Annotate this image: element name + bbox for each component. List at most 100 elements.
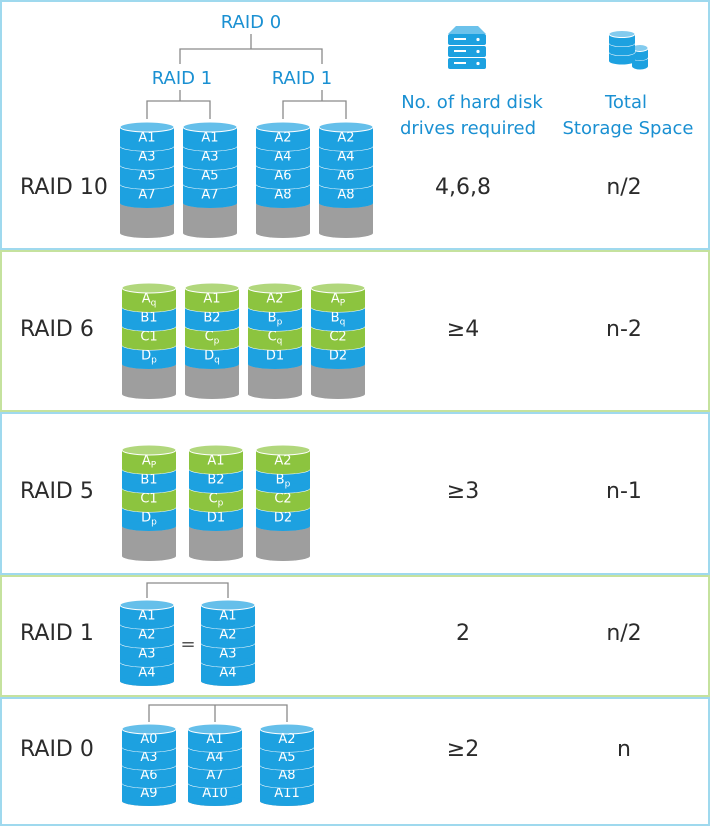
disk-stack: A7 A5 A3 A1 [182, 121, 238, 238]
drives-required-value: ≥3 [447, 479, 479, 504]
disk-segment-label: A8 [337, 188, 354, 203]
storage-space-value: n/2 [606, 621, 641, 646]
drives-required-value: ≥4 [447, 317, 479, 342]
disk-stack: A11 A8 A5 A2 [259, 723, 315, 806]
disk-segment-label: A1 [201, 131, 218, 146]
disk-segment-label: B1 [140, 311, 157, 326]
disk-segment-label: A10 [202, 786, 227, 801]
disk-stack: A8 A6 A4 A2 [255, 121, 311, 238]
disk-segment-label: Bp [268, 311, 283, 328]
disk-segment-label: A1 [138, 131, 155, 146]
header-label: No. of hard disk [401, 92, 543, 113]
disk-segment-label: A2 [274, 131, 291, 146]
row-frame [0, 575, 710, 697]
disk-segment-label: A7 [201, 188, 218, 203]
disk-segment-label: A0 [140, 732, 157, 747]
disk-segment-label: A2 [274, 454, 291, 469]
disk-segment-label: A2 [337, 131, 354, 146]
disk-segment-label: A4 [274, 150, 291, 165]
disk-stack: A8 A6 A4 A2 [318, 121, 374, 238]
disk-segment-label: Dp [141, 511, 157, 528]
tree-child-label: RAID 1 [152, 68, 212, 89]
disk-segment-label: C1 [140, 330, 157, 345]
drives-required-value: ≥2 [447, 737, 479, 762]
disk-segment-label: A8 [274, 188, 291, 203]
disk-segment-label: A8 [278, 768, 295, 783]
raid-level-name: RAID 1 [20, 621, 94, 646]
disk-segment-label: Dp [141, 349, 157, 366]
drives-required-value: 2 [456, 621, 470, 646]
disk-stack: A9 A6 A3 A0 [121, 723, 177, 806]
server-rack-icon [448, 26, 486, 69]
disk-segment-label: Bq [331, 311, 346, 328]
disk-segment-label: A2 [138, 628, 155, 643]
disk-segment-label: Dq [204, 349, 220, 366]
connector-line [179, 48, 323, 64]
disk-segment-label: A6 [274, 169, 291, 184]
disk-segment-label: B2 [207, 473, 224, 488]
disk-segment-label: Aq [142, 292, 157, 309]
storage-space-value: n-1 [606, 479, 642, 504]
disk-stack: Dp C1 B1 AP [121, 444, 177, 561]
header-label: Storage Space [562, 118, 693, 139]
disk-segment-label: C2 [329, 330, 346, 345]
disk-segment-label: A4 [337, 150, 354, 165]
disk-segment-label: A5 [201, 169, 218, 184]
disk-segment-label: A2 [278, 732, 295, 747]
raid-level-name: RAID 5 [20, 479, 94, 504]
connector-line [148, 704, 288, 722]
header-label: drives required [400, 118, 536, 139]
disk-segment-label: B2 [203, 311, 220, 326]
disk-segment-label: D1 [266, 349, 284, 364]
connector-line [146, 582, 229, 598]
header-label: Total [604, 92, 647, 113]
disk-segment-label: A1 [207, 454, 224, 469]
disk-segment-label: B1 [140, 473, 157, 488]
disk-segment-label: A4 [138, 666, 155, 681]
disk-segment-label: A9 [140, 786, 157, 801]
raid-level-name: RAID 10 [20, 175, 108, 200]
disk-segment-label: AP [142, 454, 157, 471]
disk-segment-label: D1 [207, 511, 225, 526]
disk-segment-label: A2 [219, 628, 236, 643]
disk-segment-label: A7 [206, 768, 223, 783]
disk-segment-label: A11 [274, 786, 299, 801]
disk-segment-label: D2 [274, 511, 292, 526]
storage-space-value: n [617, 737, 631, 762]
disk-segment-label: A5 [278, 750, 295, 765]
disk-segment-label: A7 [138, 188, 155, 203]
storage-space-value: n-2 [606, 317, 642, 342]
disk-segment-label: A6 [337, 169, 354, 184]
disk-segment-label: A3 [201, 150, 218, 165]
disk-segment-label: A6 [140, 768, 157, 783]
row-frame [0, 697, 710, 826]
disk-segment-label: Cp [209, 492, 224, 509]
disk-segment-label: A3 [138, 647, 155, 662]
disk-segment-label: D2 [329, 349, 347, 364]
connector-line [282, 100, 347, 119]
disk-segment-label: C1 [140, 492, 157, 507]
raid-level-name: RAID 0 [20, 737, 94, 762]
disk-stack: D2 C2 Bq AP [310, 282, 366, 399]
disk-stack: Dp C1 B1 Aq [121, 282, 177, 399]
raid-level-name: RAID 6 [20, 317, 94, 342]
storage-space-value: n/2 [606, 175, 641, 200]
disk-segment-label: AP [331, 292, 346, 309]
connector-line [146, 100, 211, 119]
mirror-equals-sign: = [180, 634, 195, 655]
tree-root-label: RAID 0 [221, 12, 281, 33]
disk-segment-label: A3 [140, 750, 157, 765]
database-stack-icon [608, 30, 649, 70]
disk-segment-label: A1 [219, 609, 236, 624]
disk-segment-label: A4 [219, 666, 236, 681]
row-frame [0, 412, 710, 575]
disk-segment-label: A2 [266, 292, 283, 307]
disk-segment-label: Cp [205, 330, 220, 347]
